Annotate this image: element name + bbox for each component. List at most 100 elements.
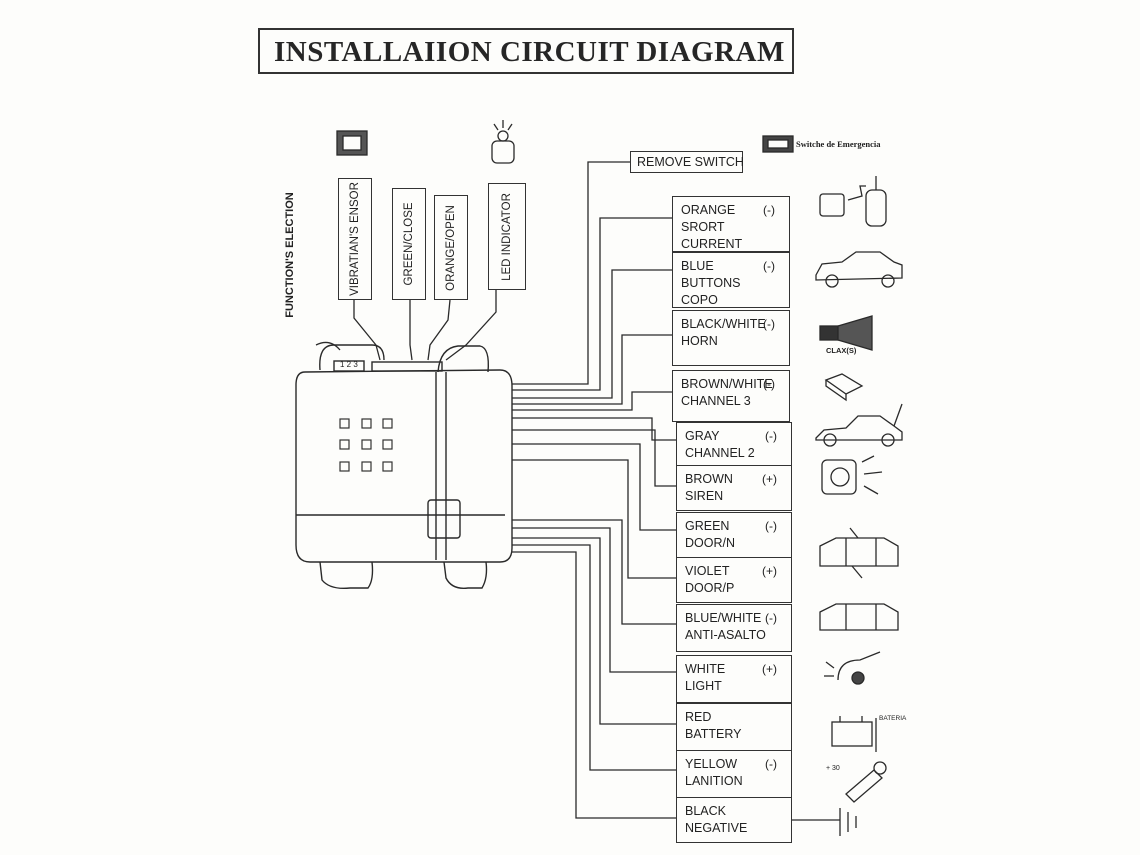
wire-box-0: ORANGE SRORT CURRENT (-) bbox=[672, 196, 790, 252]
ignition-key-icon bbox=[845, 761, 887, 803]
orange-open-label: ORANGE/OPEN bbox=[445, 204, 457, 291]
remove-switch-box: REMOVE SWITCH bbox=[630, 151, 744, 173]
wire-line1-12: BLACK bbox=[685, 804, 726, 818]
sedan-car-icon bbox=[815, 251, 903, 288]
function-selection-label: FUNCTION'S ELECTION bbox=[284, 192, 296, 318]
vibration-sensor-label-box: VIBRATIAN'S ENSOR bbox=[338, 178, 372, 300]
title-frame: INSTALLAIION CIRCUIT DIAGRAM bbox=[258, 28, 794, 74]
wire-box-12: BLACK NEGATIVE bbox=[676, 797, 792, 843]
wire-line2-4: CHANNEL 2 bbox=[685, 446, 755, 460]
wire-line2-12: NEGATIVE bbox=[685, 821, 748, 835]
wire-line2-11: LANITION bbox=[685, 774, 743, 788]
wire-box-2: BLACK/WHITE HORN (-) bbox=[672, 310, 790, 366]
wire-polarity-8: (-) bbox=[765, 611, 777, 625]
wire-box-4: GRAY CHANNEL 2 (-) bbox=[676, 422, 792, 468]
wire-line2-1: BUTTONS bbox=[681, 276, 741, 290]
trunk-release-icon bbox=[824, 373, 864, 402]
wire-line2-8: ANTI-ASALTO bbox=[685, 628, 766, 642]
harness-wire-3 bbox=[512, 391, 672, 411]
wire-line1-5: BROWN bbox=[685, 472, 733, 486]
wire-box-9: WHITE LIGHT (+) bbox=[676, 655, 792, 703]
wire-line1-3: BROWN/WHITE bbox=[681, 377, 773, 391]
wire-line1-0: ORANGE bbox=[681, 203, 736, 217]
wire-line1-9: WHITE bbox=[685, 662, 726, 676]
harness-wire-9 bbox=[512, 527, 676, 673]
wire-polarity-1: (-) bbox=[763, 259, 775, 273]
battery-icon bbox=[831, 716, 877, 752]
emergency-switch-label: Switche de Emergencia bbox=[796, 139, 881, 149]
wire-line2-9: LIGHT bbox=[685, 679, 722, 693]
vibration-sensor-icon bbox=[336, 130, 368, 156]
wire-polarity-7: (+) bbox=[762, 564, 777, 578]
wire-polarity-9: (+) bbox=[762, 662, 777, 676]
wire-polarity-4: (-) bbox=[765, 429, 777, 443]
led-bulb-icon bbox=[491, 120, 515, 164]
battery-label: BATERIA bbox=[879, 715, 907, 722]
wire-line1-4: GRAY bbox=[685, 429, 720, 443]
harness-wire-8 bbox=[512, 519, 676, 625]
wire-polarity-0: (-) bbox=[763, 203, 775, 217]
harness-wire-11 bbox=[512, 544, 676, 771]
ground-icon bbox=[839, 808, 857, 836]
wire-line2-6: DOOR/N bbox=[685, 536, 735, 550]
harness-wire-10 bbox=[512, 537, 676, 725]
wire-line1-1: BLUE bbox=[681, 259, 714, 273]
wire-polarity-3: (-) bbox=[763, 377, 775, 391]
harness-wire-12 bbox=[512, 551, 676, 819]
device-icons bbox=[336, 120, 903, 836]
wire-line2-10: BATTERY bbox=[685, 727, 742, 741]
module-leds bbox=[339, 418, 393, 472]
wire-box-1: BLUE BUTTONS COPO (-) bbox=[672, 252, 790, 308]
led-indicator-label-box: LED INDICATOR bbox=[488, 183, 526, 290]
harness-wire-5 bbox=[512, 429, 676, 487]
orange-open-label-box: ORANGE/OPEN bbox=[434, 195, 468, 300]
remove-switch-label: REMOVE SWITCH bbox=[637, 155, 744, 169]
clax-label: CLAX(S) bbox=[826, 346, 857, 355]
harness-wire-0 bbox=[512, 217, 672, 391]
wire-polarity-11: (-) bbox=[765, 757, 777, 771]
ignition-label: + 30 bbox=[826, 765, 840, 772]
wire-polarity-5: (+) bbox=[762, 472, 777, 486]
siren-icon bbox=[821, 455, 883, 495]
wire-polarity-2: (-) bbox=[763, 317, 775, 331]
wire-line1-10: RED bbox=[685, 710, 712, 724]
wire-line2-0: SRORT bbox=[681, 220, 725, 234]
wire-line2-7: DOOR/P bbox=[685, 581, 735, 595]
wire-line2-3: CHANNEL 3 bbox=[681, 394, 751, 408]
wire-line2-5: SIREN bbox=[685, 489, 724, 503]
wire-line1-11: YELLOW bbox=[685, 757, 738, 771]
control-module bbox=[295, 344, 513, 590]
car-door-n-icon bbox=[819, 527, 899, 579]
wire-polarity-6: (-) bbox=[765, 519, 777, 533]
wire-box-10: RED BATTERY bbox=[676, 703, 792, 751]
wire-line1-8: BLUE/WHITE bbox=[685, 611, 762, 625]
wire-line3-0: CURRENT bbox=[681, 237, 743, 251]
wire-box-5: BROWN SIREN (+) bbox=[676, 465, 792, 511]
wire-box-6: GREEN DOOR/N (-) bbox=[676, 512, 792, 558]
module-chip-label: 1 2 3 bbox=[340, 360, 358, 369]
harness-wire-7 bbox=[512, 459, 676, 579]
wire-line1-7: VIOLET bbox=[685, 564, 730, 578]
wire-line3-1: COPO bbox=[681, 293, 718, 307]
wire-line1-2: BLACK/WHITE bbox=[681, 317, 766, 331]
harness-wire-4 bbox=[512, 417, 676, 441]
headlight-icon bbox=[824, 651, 881, 685]
harness-wire-2 bbox=[512, 334, 672, 405]
vibration-sensor-label: VIBRATIAN'S ENSOR bbox=[349, 182, 361, 296]
green-close-label-box: GREEN/CLOSE bbox=[392, 188, 426, 300]
wire-box-11: YELLOW LANITION (-) bbox=[676, 750, 792, 798]
car-door-p-icon bbox=[819, 603, 899, 631]
wire-harness bbox=[512, 161, 840, 821]
top-connector-wires bbox=[315, 290, 497, 361]
horn-clax-icon bbox=[819, 315, 873, 351]
car-trunk-open-icon bbox=[815, 403, 903, 447]
wire-line2-2: HORN bbox=[681, 334, 718, 348]
harness-wire-1 bbox=[512, 269, 672, 399]
relay-pump-icon bbox=[819, 176, 887, 227]
harness-wire-6 bbox=[512, 443, 676, 531]
wire-box-8: BLUE/WHITE ANTI-ASALTO (-) bbox=[676, 604, 792, 652]
remove-switch-wire bbox=[512, 161, 630, 385]
wire-line1-6: GREEN bbox=[685, 519, 730, 533]
